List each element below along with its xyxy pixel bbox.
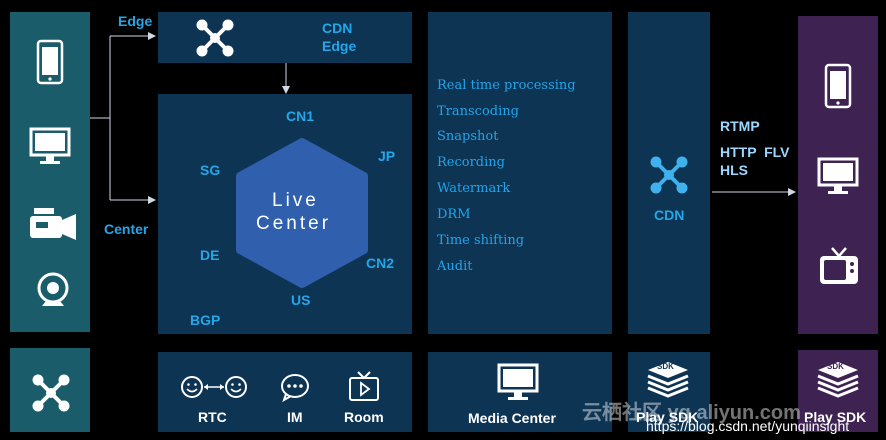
region-de: DE (200, 247, 220, 263)
feature-item: Watermark (437, 181, 511, 196)
im-label: IM (287, 409, 303, 425)
media-processing-box (428, 12, 612, 334)
monitor-icon (817, 157, 859, 194)
region-cn2: CN2 (366, 255, 395, 271)
feature-item: DRM (437, 207, 471, 222)
rtc-faces-icon (181, 376, 247, 398)
region-jp: JP (378, 148, 396, 164)
monitor-icon (29, 127, 71, 164)
region-us: US (291, 292, 311, 308)
network-node-icon (196, 19, 234, 57)
phone-icon (824, 63, 852, 109)
monitor-icon (497, 363, 539, 400)
cdn-edge-line1: CDN (322, 20, 353, 36)
live-center-hexagon (236, 138, 368, 288)
play-sdk-label-2: Play SDK (804, 409, 867, 425)
sdk-stack-icon (817, 362, 859, 398)
media-center-label: Media Center (468, 410, 556, 426)
room-label: Room (344, 409, 384, 425)
play-sdk-label-1: Play SDK (636, 409, 699, 425)
region-bgp: BGP (190, 312, 221, 328)
protocol-hls: HLS (720, 162, 748, 178)
feature-item: Real time processing (437, 78, 576, 93)
webcam-icon (37, 272, 69, 306)
protocol-http-flv: HTTP FLV (720, 144, 790, 160)
feature-item: Recording (437, 155, 505, 170)
center-label: Center (104, 221, 149, 237)
protocol-rtmp: RTMP (720, 118, 760, 134)
region-cn1: CN1 (286, 108, 315, 124)
network-node-icon (650, 156, 688, 194)
video-camera-icon (30, 208, 76, 240)
edge-label: Edge (118, 13, 153, 29)
room-tv-icon (349, 371, 379, 401)
feature-item: Time shifting (437, 233, 525, 248)
cdn-edge-line2: Edge (322, 38, 357, 54)
feature-item: Audit (437, 259, 473, 274)
network-node-icon (32, 374, 70, 412)
tv-icon (820, 247, 858, 284)
cdn-label: CDN (654, 207, 685, 223)
chat-bubble-icon (281, 374, 309, 403)
live-center-line1: Live (272, 190, 319, 211)
live-center-line2: Center (256, 213, 332, 234)
feature-item: Snapshot (437, 129, 499, 144)
sdk-stack-icon (647, 362, 689, 398)
sdk-badge: SDK (827, 362, 844, 371)
region-sg: SG (200, 162, 221, 178)
rtc-label: RTC (198, 409, 227, 425)
watermark-brand: 云栖社区 yq.aliyun.com (582, 402, 801, 424)
sdk-badge: SDK (657, 362, 674, 371)
watermark-url: https://blog.csdn.net/yunqiinsight (646, 418, 850, 434)
feature-item: Transcoding (437, 104, 519, 119)
phone-icon (36, 39, 64, 85)
